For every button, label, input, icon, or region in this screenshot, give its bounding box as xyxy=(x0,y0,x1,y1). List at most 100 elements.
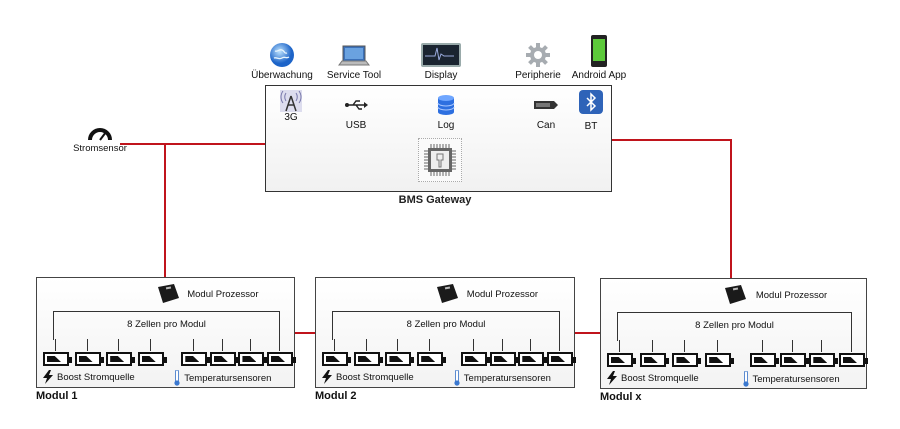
cells-bracket: 8 Zellen pro Modul xyxy=(332,311,560,340)
monitor-icon xyxy=(401,38,481,68)
cell-tick xyxy=(651,340,653,352)
connection-modul2-modulx xyxy=(575,332,600,334)
battery-cell-icon xyxy=(547,352,576,366)
cell-tick xyxy=(365,339,367,351)
cell-tick xyxy=(684,340,686,352)
gateway-item-label: USB xyxy=(345,120,367,131)
battery-cell-icon xyxy=(74,352,104,366)
battery-cell-icon xyxy=(779,353,809,367)
can-connector-icon xyxy=(521,94,571,116)
cell-tick xyxy=(851,340,852,352)
cell-tick xyxy=(221,339,223,351)
cells-label: 8 Zellen pro Modul xyxy=(406,319,486,330)
laptop-icon xyxy=(314,38,394,68)
module-processor-icon xyxy=(154,283,180,310)
cell-tick xyxy=(821,340,823,352)
cell-tick xyxy=(86,339,88,351)
module-processor-icon xyxy=(433,283,459,310)
stromsensor: Stromsensor xyxy=(65,125,135,154)
temperatursensoren: Temperatursensoren xyxy=(742,371,840,387)
connection-modul1-modul2 xyxy=(295,332,315,334)
battery-cell-icon xyxy=(238,352,268,366)
top-item-ueberwachung: Überwachung xyxy=(242,38,322,81)
temp-label: Temperatursensoren xyxy=(184,372,272,384)
boost-stromquelle: Boost Stromquelle xyxy=(607,371,699,385)
cell-tick xyxy=(279,339,280,351)
module-processor-icon xyxy=(721,284,747,311)
thermometer-icon xyxy=(454,370,460,386)
module-name: Modul x xyxy=(600,391,642,403)
cell-tick xyxy=(619,340,620,352)
thermometer-icon xyxy=(174,370,180,386)
smartphone-icon xyxy=(559,32,639,68)
boost-label: Boost Stromquelle xyxy=(621,372,699,384)
battery-cell-icon xyxy=(267,352,296,366)
boost-stromquelle: Boost Stromquelle xyxy=(43,370,135,384)
connection-gateway-right xyxy=(612,139,732,141)
gateway-item-usb: USB xyxy=(331,94,381,131)
battery-cell-icon xyxy=(839,353,868,367)
boost-label: Boost Stromquelle xyxy=(336,371,414,383)
cell-tick xyxy=(429,339,431,351)
boost-label: Boost Stromquelle xyxy=(57,371,135,383)
temperatursensoren: Temperatursensoren xyxy=(454,370,551,386)
cells-label: 8 Zellen pro Modul xyxy=(127,319,206,330)
top-item-label: Überwachung xyxy=(251,70,313,81)
battery-cell-icon xyxy=(385,352,415,366)
stromsensor-label: Stromsensor xyxy=(73,143,127,154)
gateway-item-can: Can xyxy=(521,94,571,131)
battery-cell-icon xyxy=(43,352,72,366)
cells-label: 8 Zellen pro Modul xyxy=(695,320,774,331)
globe-icon xyxy=(242,38,322,68)
module-processor-label: Modul Prozessor xyxy=(466,289,539,300)
usb-icon xyxy=(331,94,381,116)
database-icon xyxy=(421,94,471,116)
gateway-item-label: 3G xyxy=(284,112,298,123)
top-item-display: Display xyxy=(401,38,481,81)
battery-cell-icon xyxy=(209,352,239,366)
connection-to-modul-x xyxy=(730,139,732,278)
battery-cell-icon xyxy=(322,352,351,366)
processor-chip-icon xyxy=(418,138,462,182)
cell-tick xyxy=(149,339,151,351)
top-item-label: Service Tool xyxy=(326,70,382,81)
battery-cell-icon xyxy=(639,353,669,367)
bluetooth-icon xyxy=(576,89,606,115)
lightning-icon xyxy=(43,370,53,384)
boost-stromquelle: Boost Stromquelle xyxy=(322,370,414,384)
battery-cell-icon xyxy=(809,353,839,367)
module-processor-label: Modul Prozessor xyxy=(755,290,828,301)
battery-cell-icon xyxy=(705,353,735,367)
battery-cell-icon xyxy=(137,352,167,366)
battery-cell-icon xyxy=(460,352,490,366)
cell-tick xyxy=(717,340,719,352)
cell-tick xyxy=(761,340,763,352)
temperatursensoren: Temperatursensoren xyxy=(174,370,271,386)
thermometer-icon xyxy=(742,371,749,387)
battery-cell-icon xyxy=(417,352,447,366)
connection-sensor-gateway xyxy=(120,143,265,145)
cells-bracket: 8 Zellen pro Modul xyxy=(53,311,280,340)
cell-tick xyxy=(397,339,399,351)
cell-tick xyxy=(791,340,793,352)
antenna-icon xyxy=(266,90,316,112)
cell-tick xyxy=(55,339,56,351)
cell-tick xyxy=(118,339,120,351)
gear-icon xyxy=(498,38,578,68)
module-processor-label: Modul Prozessor xyxy=(187,289,259,300)
cell-tick xyxy=(530,339,532,351)
gateway-item-label: Log xyxy=(437,120,455,131)
cell-tick xyxy=(472,339,474,351)
gauge-icon xyxy=(65,125,135,143)
battery-cell-icon xyxy=(518,352,548,366)
cell-tick xyxy=(501,339,503,351)
battery-cell-icon xyxy=(489,352,519,366)
bms-gateway-label: BMS Gateway xyxy=(398,194,472,206)
cells-bracket: 8 Zellen pro Modul xyxy=(617,312,852,341)
gateway-item-label: Can xyxy=(536,120,556,131)
temp-label: Temperatursensoren xyxy=(463,372,551,384)
battery-cell-icon xyxy=(749,353,779,367)
